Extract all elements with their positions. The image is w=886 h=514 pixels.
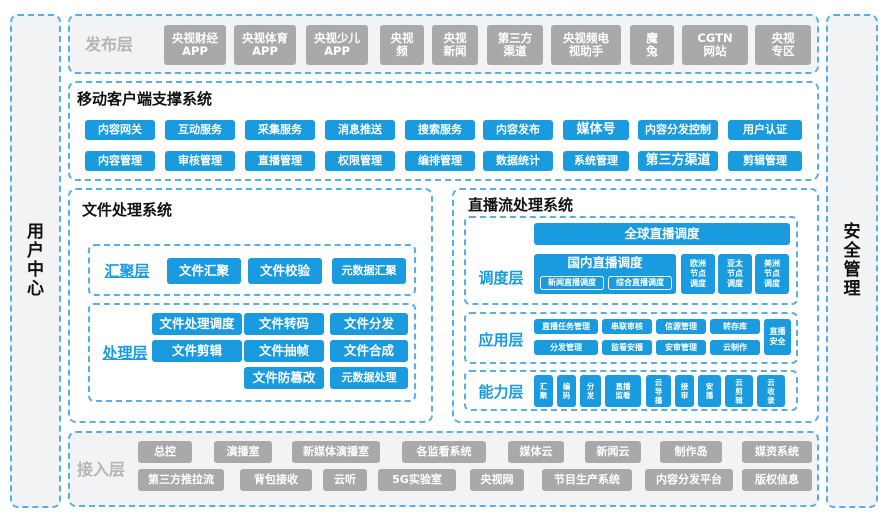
capability-item: 接 审 [675, 375, 694, 407]
mobile-service-button: 编排管理 [405, 151, 475, 171]
application-layer-label: 应用层 [478, 330, 524, 349]
scheduling-layer-label: 调度层 [478, 268, 524, 287]
region-scheduling: 欧洲 节点 调度 [681, 254, 715, 294]
capability-item: 云 导 播 [646, 375, 671, 407]
user-center-label: 用户中心 [27, 222, 44, 299]
access-item: 媒体云 [508, 441, 564, 463]
mobile-service-button: 内容发布 [483, 120, 553, 140]
aggregation-layer-label: 汇聚层 [104, 261, 150, 280]
region-scheduling: 美洲 节点 调度 [755, 254, 789, 294]
access-item: 制作岛 [660, 441, 722, 463]
access-item: 节目生产系统 [542, 469, 632, 491]
access-item: 各监看系统 [402, 441, 486, 463]
access-item: 版权信息 [742, 469, 812, 491]
access-item: 新媒体演播室 [292, 441, 380, 463]
access-item: 5G实验室 [378, 469, 456, 491]
capability-item: 云 剪 辑 [725, 375, 753, 407]
access-item: 央视网 [470, 469, 524, 491]
publish-item: CGTN 网站 [682, 25, 748, 65]
mobile-service-button: 用户认证 [728, 120, 802, 140]
publish-item: 央视 频 [380, 25, 424, 65]
access-item: 演播室 [214, 441, 272, 463]
processing-item: 元数据处理 [330, 367, 408, 389]
access-item: 媒资系统 [742, 441, 812, 463]
mobile-service-button: 采集服务 [245, 120, 315, 140]
domestic-sub-scheduling: 新闻直播调度 [540, 276, 604, 290]
processing-item: 文件处理调度 [152, 313, 242, 335]
access-item: 云听 [323, 469, 367, 491]
mobile-service-button: 数据统计 [483, 151, 553, 171]
file-system-title: 文件处理系统 [82, 201, 173, 219]
application-item: 安审管理 [656, 340, 706, 355]
global-scheduling: 全球直播调度 [534, 223, 790, 245]
processing-layer-label: 处理层 [102, 343, 148, 362]
access-item: 背包接收 [240, 469, 312, 491]
application-item: 转存库 [710, 319, 760, 334]
mobile-service-button: 媒体号 [563, 120, 629, 140]
mobile-service-button: 互动服务 [165, 120, 235, 140]
publish-item: 央视频电 视助手 [551, 25, 621, 65]
processing-item: 文件防篡改 [244, 367, 324, 389]
aggregation-item: 文件汇聚 [167, 258, 241, 284]
processing-item: 文件分发 [330, 313, 408, 335]
capability-layer-label: 能力层 [478, 382, 524, 401]
user-center-panel [10, 14, 61, 508]
mobile-service-button: 内容分发控制 [638, 120, 718, 140]
capability-item: 直播 监看 [605, 375, 641, 407]
processing-item: 文件剪辑 [152, 340, 242, 362]
security-panel [826, 14, 878, 508]
mobile-service-button: 直播管理 [245, 151, 315, 171]
processing-item: 文件合成 [330, 340, 408, 362]
access-item: 新闻云 [585, 441, 641, 463]
access-item: 第三方推拉流 [138, 469, 224, 491]
capability-item: 云 收 录 [757, 375, 785, 407]
publish-item: 央视体育 APP [234, 25, 296, 65]
publish-item: 央视财经 APP [164, 25, 226, 65]
processing-item: 文件抽帧 [244, 340, 324, 362]
capability-item: 汇 聚 [534, 375, 553, 407]
capability-item: 安 播 [698, 375, 721, 407]
application-item: 云制作 [710, 340, 760, 355]
publish-item: 魔 兔 [630, 25, 674, 65]
application-item: 分发管理 [534, 340, 598, 355]
processing-item: 文件转码 [244, 313, 324, 335]
application-item: 串联审核 [602, 319, 652, 334]
application-item: 监看安播 [602, 340, 652, 355]
capability-item: 分 发 [580, 375, 601, 407]
capability-item: 编 码 [557, 375, 576, 407]
mobile-service-button: 内容管理 [85, 151, 155, 171]
mobile-service-button: 审核管理 [165, 151, 235, 171]
mobile-system-title: 移动客户端支撑系统 [77, 90, 213, 108]
mobile-service-button: 权限管理 [325, 151, 395, 171]
mobile-service-button: 系统管理 [563, 151, 629, 171]
domestic-sub-scheduling: 综合直播调度 [608, 276, 672, 290]
publish-layer-label: 发布层 [84, 35, 133, 54]
publish-item: 第三方 渠道 [487, 25, 543, 65]
security-label: 安全管理 [843, 222, 861, 299]
application-item: 信源管理 [656, 319, 706, 334]
mobile-service-button: 内容网关 [85, 120, 155, 140]
mobile-service-button: 剪辑管理 [728, 151, 802, 171]
application-item: 直播任务管理 [534, 319, 598, 334]
mobile-service-button: 消息推送 [325, 120, 395, 140]
publish-item: 央视 专区 [755, 25, 811, 65]
live-system-title: 直播流处理系统 [468, 196, 574, 214]
access-layer-label: 接入层 [76, 460, 125, 479]
region-scheduling: 亚太 节点 调度 [718, 254, 752, 294]
access-item: 内容分发平台 [645, 469, 733, 491]
mobile-service-button: 第三方渠道 [638, 151, 718, 171]
aggregation-item: 元数据汇聚 [332, 258, 406, 284]
access-item: 总控 [138, 441, 192, 463]
publish-item: 央视少儿 APP [306, 25, 368, 65]
aggregation-item: 文件校验 [248, 258, 322, 284]
mobile-service-button: 搜索服务 [405, 120, 475, 140]
live-security-item: 直播 安全 [764, 319, 791, 355]
publish-item: 央视 新闻 [432, 25, 478, 65]
